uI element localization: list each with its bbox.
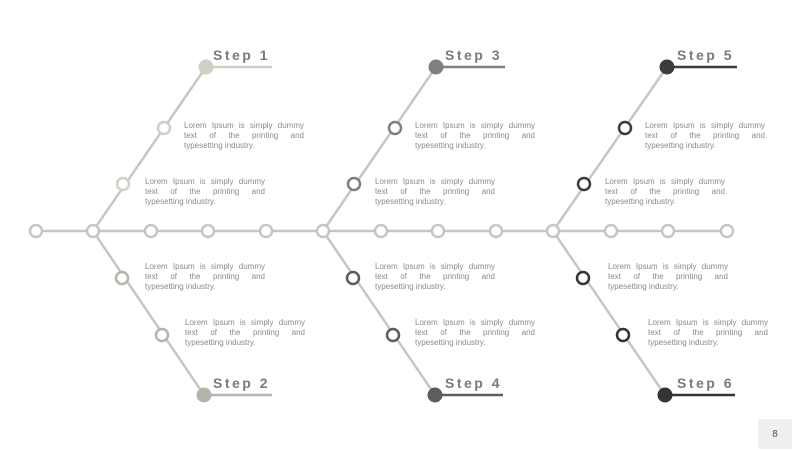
branch-line-step6 <box>551 230 667 396</box>
branch-line-step5 <box>551 66 669 232</box>
step1-dot <box>198 59 214 75</box>
step6-dot <box>657 387 673 403</box>
spine-node <box>85 223 101 239</box>
branch-node-step3 <box>346 176 362 192</box>
page-number: 8 <box>758 419 792 449</box>
step1-description-lower: Lorem Ipsum is simply dummy text of the … <box>145 177 265 206</box>
spine-node <box>603 223 619 239</box>
spine-node <box>660 223 676 239</box>
spine-node <box>258 223 274 239</box>
spine-node <box>545 223 561 239</box>
step4-title: Step 4 <box>445 375 502 391</box>
spine-node <box>373 223 389 239</box>
step6-title: Step 6 <box>677 375 734 391</box>
step2-description-upper: Lorem Ipsum is simply dummy text of the … <box>145 262 265 291</box>
branch-node-step2 <box>154 327 170 343</box>
step2-description-lower: Lorem Ipsum is simply dummy text of the … <box>185 318 305 347</box>
spine-node <box>430 223 446 239</box>
step4-description-upper: Lorem Ipsum is simply dummy text of the … <box>375 262 495 291</box>
branch-node-step1 <box>115 176 131 192</box>
step3-dot <box>428 59 444 75</box>
branch-node-step6 <box>615 327 631 343</box>
spine-node <box>143 223 159 239</box>
step3-description-lower: Lorem Ipsum is simply dummy text of the … <box>375 177 495 206</box>
spine-node <box>488 223 504 239</box>
branch-line-step3 <box>321 66 438 232</box>
branch-node-step4 <box>385 327 401 343</box>
step5-description-lower: Lorem Ipsum is simply dummy text of the … <box>605 177 725 206</box>
step3-title: Step 3 <box>445 47 502 63</box>
step1-description-upper: Lorem Ipsum is simply dummy text of the … <box>184 121 304 150</box>
step5-title: Step 5 <box>677 47 734 63</box>
branch-line-step2 <box>91 230 206 396</box>
spine-node <box>719 223 735 239</box>
step5-description-upper: Lorem Ipsum is simply dummy text of the … <box>645 121 765 150</box>
step3-description-upper: Lorem Ipsum is simply dummy text of the … <box>415 121 535 150</box>
step2-dot <box>196 387 212 403</box>
branch-node-step4 <box>345 270 361 286</box>
step1-title: Step 1 <box>213 47 270 63</box>
branch-line-step1 <box>91 66 208 232</box>
branch-node-step2 <box>114 270 130 286</box>
step4-description-lower: Lorem Ipsum is simply dummy text of the … <box>415 318 535 347</box>
branch-node-step6 <box>575 270 591 286</box>
step2-title: Step 2 <box>213 375 270 391</box>
spine-node <box>315 223 331 239</box>
step6-description-upper: Lorem Ipsum is simply dummy text of the … <box>608 262 728 291</box>
branch-line-step4 <box>321 230 437 396</box>
branch-node-step5 <box>617 120 633 136</box>
step4-dot <box>427 387 443 403</box>
spine-node <box>200 223 216 239</box>
branch-node-step3 <box>387 120 403 136</box>
branch-node-step1 <box>156 120 172 136</box>
step6-description-lower: Lorem Ipsum is simply dummy text of the … <box>648 318 768 347</box>
branch-node-step5 <box>576 176 592 192</box>
step5-dot <box>659 59 675 75</box>
spine-node <box>28 223 44 239</box>
